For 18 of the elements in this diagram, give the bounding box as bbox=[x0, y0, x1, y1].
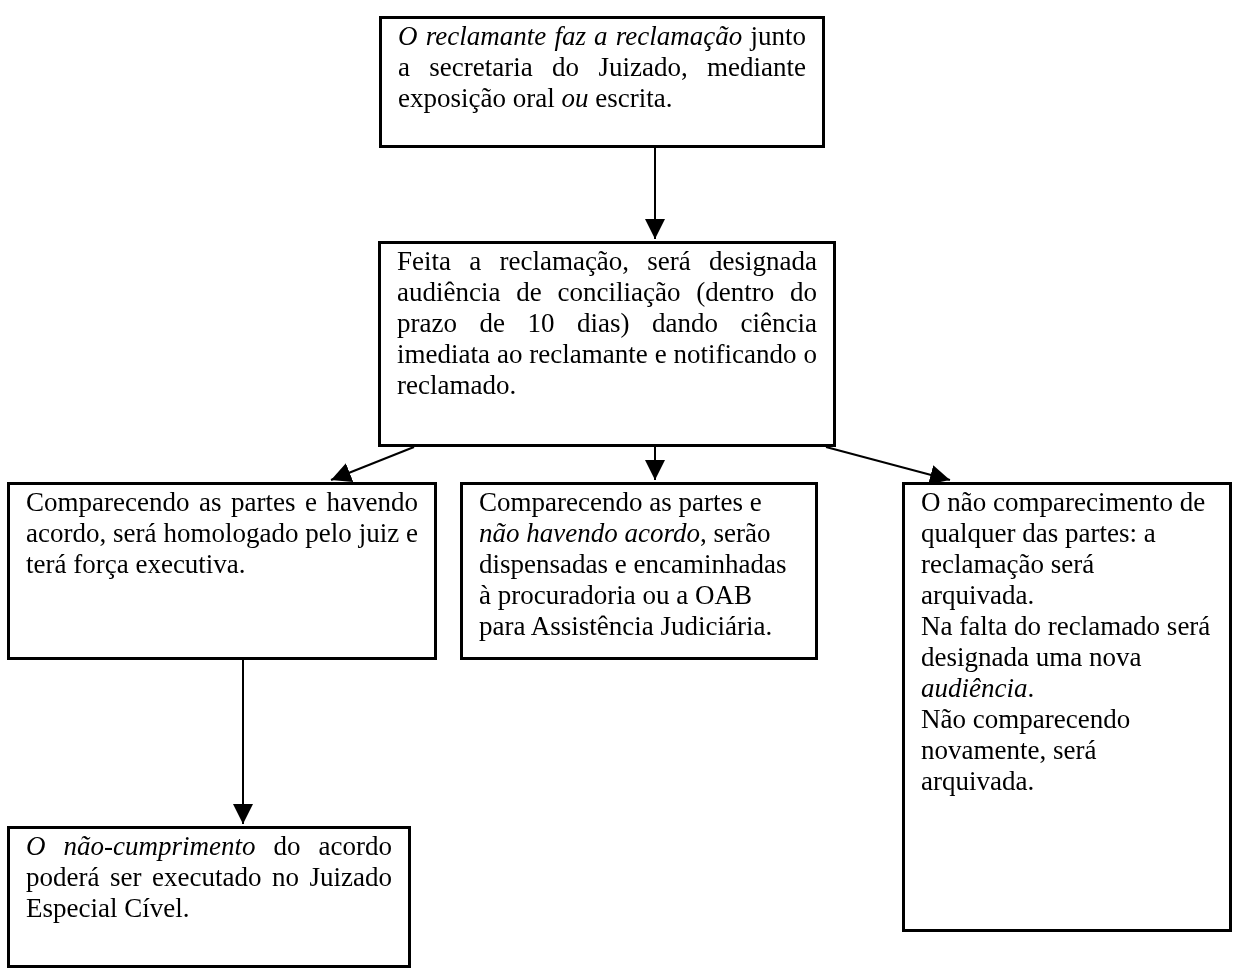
process-box bbox=[379, 16, 825, 148]
box-text: Não comparecendo novamente, será arquivada. bbox=[921, 704, 1132, 797]
box-text: Comparecendo as partes e não havendo acordo, serão dispensadas e encaminhadas à procuradoria ou a OAB para Assistência Judiciária. bbox=[479, 487, 788, 642]
process-box bbox=[7, 482, 437, 660]
box-text: Na falta do reclamado será designada uma nova audiência. bbox=[921, 611, 1212, 704]
process-box bbox=[7, 826, 411, 968]
box-text: O reclamante faz a reclamação junto a secretaria do Juizado, mediante exposição oral ou escrita. bbox=[398, 21, 806, 114]
arrow bbox=[645, 446, 665, 481]
arrow bbox=[330, 446, 415, 482]
process-box bbox=[902, 482, 1232, 932]
box-text: Feita a reclamação, será designada audiência de conciliação (dentro do prazo de 10 dias) dando ciência imediata ao reclamante e notificando o reclamado. bbox=[397, 246, 817, 401]
process-box bbox=[378, 241, 836, 447]
arrow bbox=[645, 147, 665, 240]
process-box bbox=[460, 482, 818, 660]
box-text: Comparecendo as partes e havendo acordo, será homologado pelo juiz e terá força executiva. bbox=[26, 487, 418, 580]
box-text: O não comparecimento de qualquer das partes: a reclamação será arquivada. bbox=[921, 487, 1207, 611]
box-text: O não-cumprimento do acordo poderá ser executado no Juizado Especial Cível. bbox=[26, 831, 392, 924]
arrow bbox=[233, 659, 253, 825]
